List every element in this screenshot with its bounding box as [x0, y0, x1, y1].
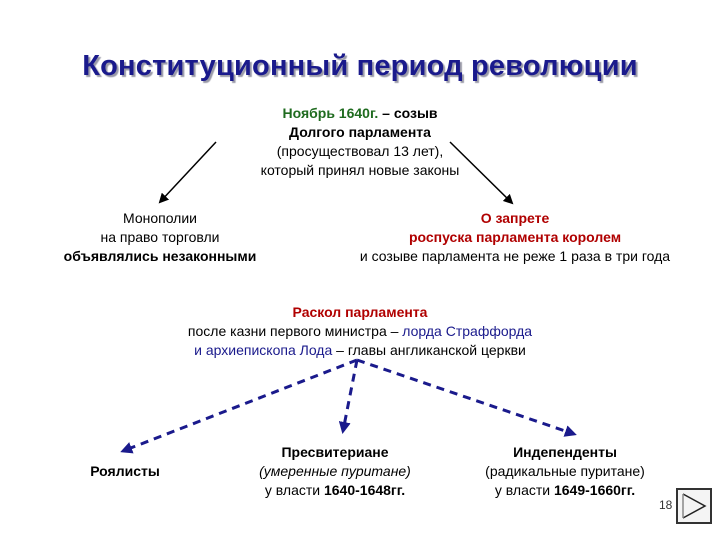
monopoly-block: Монополии на право торговли объявлялись … [30, 209, 290, 266]
independents-block: Индепенденты (радикальные пуритане) у вл… [455, 443, 675, 500]
november-block: Ноябрь 1640г. – созыв Долгого парламента… [210, 104, 510, 180]
presbyterians-block: Пресвитериане (умеренные пуритане) у вла… [225, 443, 445, 500]
independents-desc: (радикальные пуритане) [485, 463, 645, 479]
independents-name: Индепенденты [513, 444, 617, 460]
monopoly-line2: на право торговли [100, 229, 220, 245]
laud: и архиепископа Лода [194, 342, 333, 358]
ban-block: О запрете роспуска парламента королем и … [330, 209, 700, 266]
presbyterians-desc: (умеренные пуритане) [259, 463, 411, 479]
page-number: 18 [659, 498, 673, 512]
presbyterians-name: Пресвитериане [281, 444, 389, 460]
ban-line2: роспуска парламента королем [408, 229, 622, 245]
november-dash: – созыв [378, 105, 438, 121]
dashed-arrow-presbyterians [338, 359, 359, 434]
independents-years: 1649-1660гг. [553, 482, 636, 498]
november-existed: (просуществовал 13 лет), [276, 143, 444, 159]
split-block: Раскол парламента после казни первого ми… [130, 303, 590, 360]
arrow-to-monopoly [158, 141, 217, 204]
long-parliament: Долгого парламента [289, 124, 431, 140]
presbyterians-years: 1640-1648гг. [323, 482, 406, 498]
strafford: лорда Страффорда [402, 323, 533, 339]
split-line3b: – главы англиканской церкви [332, 342, 526, 358]
independents-power: у власти [494, 482, 554, 498]
presbyterians-power: у власти [264, 482, 324, 498]
november-laws: который принял новые законы [260, 162, 460, 178]
dashed-arrow-independents [356, 358, 577, 437]
split-title: Раскол парламента [292, 304, 428, 320]
slide-title: Конституционный период революции [82, 50, 638, 82]
next-slide-button[interactable] [676, 488, 712, 524]
ban-line1: О запрете [480, 210, 550, 226]
play-icon [682, 493, 707, 519]
ban-line3: и созыве парламента не реже 1 раза в три… [359, 248, 671, 264]
monopoly-line3: объявлялись незаконными [63, 248, 257, 264]
november-date: Ноябрь 1640г. [282, 105, 379, 121]
dashed-arrow-royalists [120, 358, 358, 454]
monopoly-line1: Монополии [123, 210, 197, 226]
royalists-label: Роялисты [90, 463, 160, 479]
split-line2a: после казни первого министра – [187, 323, 403, 339]
arrow-to-ban [449, 141, 514, 205]
